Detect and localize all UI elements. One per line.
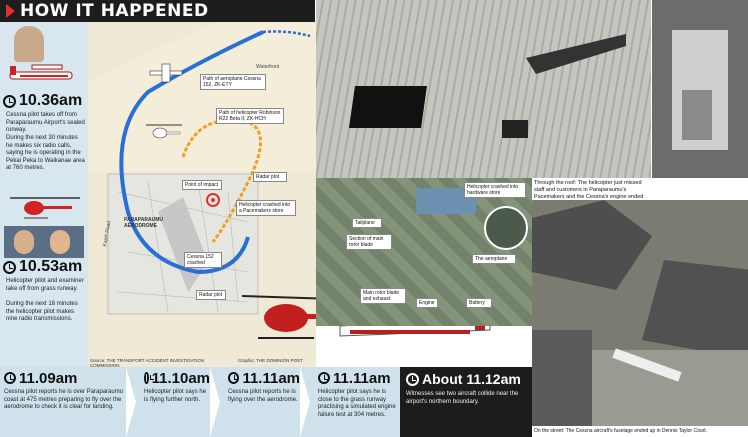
chevron-divider <box>126 367 136 437</box>
label-radar-plot-2: Radar plot <box>196 290 226 300</box>
left-column: 10.36am Cessna pilot takes off from Para… <box>0 22 88 367</box>
clock-icon <box>406 372 419 386</box>
t2-desc-b: During the next 16 minutes the helicopte… <box>6 301 78 322</box>
clock-icon <box>3 260 16 274</box>
label-engine: Engine <box>416 298 438 308</box>
clock-icon <box>228 372 240 384</box>
street-caption: On the street: The Cessna aircraft's fus… <box>534 428 708 434</box>
label-cessna-crashed: Cessna 152 crashed <box>184 252 222 268</box>
flight-path-map: Path of aeroplane Cessna 152, ZK-ETY Pat… <box>88 22 316 367</box>
clock-icon <box>318 372 330 384</box>
t1-desc-b: During the next 30 minutes he makes six … <box>6 135 85 171</box>
label-waterfront: Waterfront <box>256 64 280 70</box>
clock-icon <box>3 94 16 108</box>
aerial-crash-site-photo: Helicopter crashed into hardware store T… <box>316 178 532 326</box>
graphic-credit: Graphic: THE DOMINION POST <box>238 358 303 363</box>
label-heli-crashed: Helicopter crashed into a Pacemakers sto… <box>236 200 296 216</box>
page-title: HOW IT HAPPENED <box>20 1 209 21</box>
label-main-rotor: Main rotor blade and exhaust <box>360 288 406 304</box>
helicopter-marker-icon <box>146 124 182 139</box>
zoom-circle <box>484 206 528 250</box>
street-crash-photo <box>532 200 748 426</box>
cessna-icon <box>9 64 73 80</box>
label-path-plane: Path of aeroplane Cessna 152, ZK-ETY <box>200 74 266 90</box>
roof-damage-photo <box>316 0 651 178</box>
helicopter-icon <box>10 197 80 219</box>
clock-icon <box>144 372 154 384</box>
label-tailplane: Tailplane <box>352 218 382 228</box>
chevron-divider <box>300 367 310 437</box>
time-10-53: 10.53am <box>3 258 82 276</box>
chevron-divider <box>210 367 220 437</box>
time-10-36: 10.36am <box>3 92 82 110</box>
map-graphic <box>88 22 316 367</box>
timeline-item: 11.11am Cessna pilot reports he is flyin… <box>228 369 300 403</box>
source-credit: Source: THE TRANSPORT ACCIDENT INVESTIGA… <box>90 358 205 367</box>
aeroplane-marker-icon <box>149 63 183 83</box>
interior-damage-photo <box>652 0 748 178</box>
header-bar: HOW IT HAPPENED <box>0 0 315 22</box>
label-radar-plot-1: Radar plot <box>253 172 287 182</box>
helicopter-pilots-portrait <box>4 226 84 258</box>
label-airport: PARAPARAUMU AERODROME <box>124 217 163 229</box>
timeline-item: 11.10am Helicopter pilot says he is flyi… <box>144 369 210 403</box>
t2-desc-a: Helicopter pilot and examiner take off f… <box>6 278 84 292</box>
label-battery: Battery <box>466 298 492 308</box>
label-point-impact: Point of impact <box>182 180 222 190</box>
label-heli-store: Helicopter crashed into hardware store <box>464 182 526 198</box>
label-aeroplane: The aeroplane <box>472 254 516 264</box>
pilot-portrait <box>14 26 44 62</box>
final-event-box: About 11.12am Witnesses see two aircraft… <box>400 367 532 437</box>
label-path-heli: Path of helicopter Robinson R22 Beta II,… <box>216 108 284 124</box>
label-section-rotor: Section of main rotor blade <box>346 234 392 250</box>
timeline-item: 11.09am Cessna pilot reports he is over … <box>4 369 124 410</box>
clock-icon <box>4 372 16 384</box>
roof-hole <box>349 86 427 128</box>
timeline-item: 11.11am Helicopter pilot says he is clos… <box>318 369 396 418</box>
t1-desc-a: Cessna pilot takes off from Paraparaumu … <box>6 112 85 133</box>
chevron-right-icon <box>6 4 15 18</box>
roof-hole <box>502 120 528 138</box>
